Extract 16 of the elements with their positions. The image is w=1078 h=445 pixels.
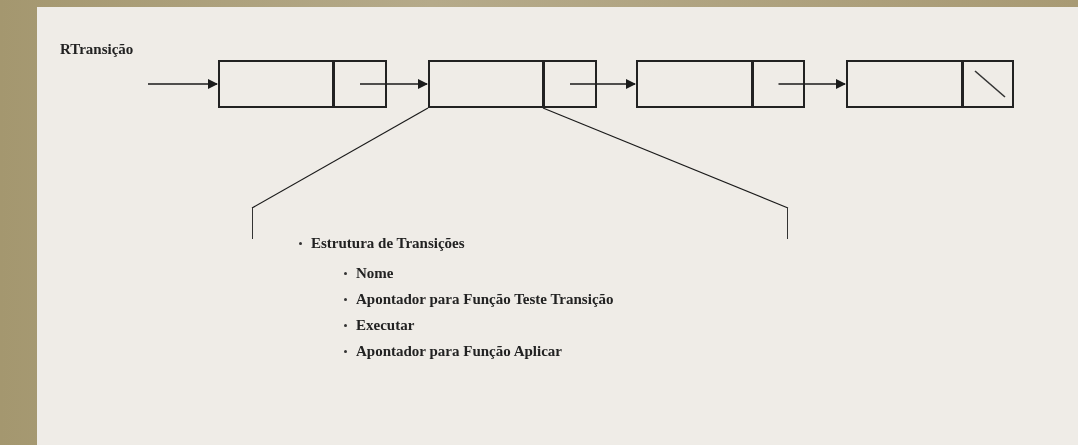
list-node-box [636,60,805,108]
arrow [777,79,846,89]
field-item: Apontador para Função Teste Transição [356,290,614,308]
list-title: RTransição [60,40,134,59]
connector-line [542,107,789,209]
field-item: Nome [356,264,394,282]
arrow [359,79,428,89]
field-item: Apontador para Função Aplicar [356,342,562,360]
field-item: Estrutura de Transições [311,234,465,252]
arrow [147,79,218,89]
arrow [569,79,636,89]
connector-line [251,107,429,209]
list-node-box [846,60,1014,108]
list-node-box [428,60,597,108]
list-node-box [218,60,387,108]
field-item: Executar [356,316,415,334]
